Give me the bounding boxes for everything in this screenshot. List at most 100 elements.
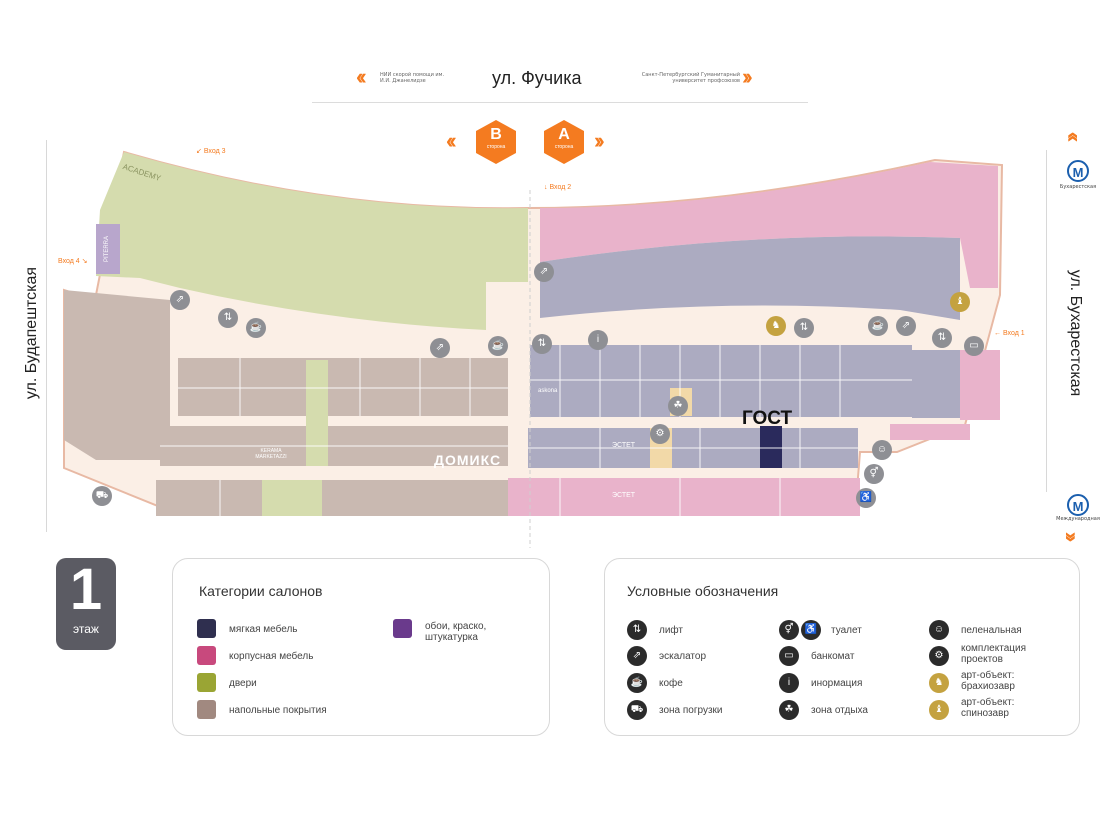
coffee-icon[interactable]: ☕ xyxy=(246,318,266,338)
legend-brachiosaurus: арт-объект: брахиозавр xyxy=(961,670,1015,692)
entrance-arrow-icon: ← xyxy=(994,330,1003,337)
legend-spinosaurus: арт-объект: спинозавр xyxy=(961,697,1015,719)
zone-cabinet-bottom xyxy=(508,478,860,516)
zone-floor-middle xyxy=(178,358,508,416)
legend-toilet: туалет xyxy=(831,625,862,636)
info-icon[interactable]: i xyxy=(588,330,608,350)
categories-panel: Категории салонов мягкая мебель корпусна… xyxy=(172,558,550,736)
escalator-icon[interactable]: ⇗ xyxy=(534,262,554,282)
entrance-4-text: Вход 4 xyxy=(58,258,80,265)
entrance-3-text: Вход 3 xyxy=(203,148,226,155)
floor-indicator: 1 этаж xyxy=(56,558,116,650)
elevator-icon[interactable]: ⇅ xyxy=(218,308,238,328)
baby-changing-icon: ☺ xyxy=(929,620,949,640)
top-right-note: Санкт-Петербургский Гуманитарный универс… xyxy=(641,72,740,84)
entrance-2-text: Вход 2 xyxy=(549,184,572,191)
estet-label-2: ЭСТЕТ xyxy=(612,492,636,499)
top-divider xyxy=(312,102,808,103)
top-left-note: НИИ скорой помощи им. И.И. Джанелидзе xyxy=(380,72,445,84)
zone-soft-upper xyxy=(540,236,960,320)
side-a-letter: A xyxy=(558,126,570,143)
coffee-icon: ☕ xyxy=(627,673,647,693)
legend-baby: пеленальная xyxy=(961,625,1022,636)
entrance-arrow-icon: ↓ xyxy=(544,184,550,191)
legend-elevator: лифт xyxy=(659,625,684,636)
metro-top-station: Бухарестская xyxy=(1059,184,1097,190)
rest-zone-icon[interactable]: ☘ xyxy=(668,396,688,416)
projects-icon: ⚙ xyxy=(929,646,949,666)
legend-atm: банкомат xyxy=(811,651,855,662)
toilet-icon[interactable]: ⚥ xyxy=(864,464,884,484)
entrance-2-label: ↓ Вход 2 xyxy=(544,184,571,192)
elevator-icon[interactable]: ⇅ xyxy=(532,334,552,354)
escalator-icon[interactable]: ⇗ xyxy=(896,316,916,336)
kerama-label: KERAMA MARKETAZZI xyxy=(255,448,287,460)
metro-bottom-station: Международная xyxy=(1056,516,1100,522)
baby-changing-icon[interactable]: ☺ xyxy=(872,440,892,460)
zone-cabinet-small xyxy=(890,424,970,440)
brachiosaurus-icon[interactable]: ♞ xyxy=(766,316,786,336)
legend-panel: Условные обозначения ⇅ лифт ⇗ эскалатор … xyxy=(604,558,1080,736)
chevron-left-icon: ‹‹ xyxy=(356,64,366,89)
side-a-word: сторона xyxy=(554,144,574,150)
wheelchair-icon: ♿ xyxy=(801,620,821,640)
entrance-1-label: ← Вход 1 xyxy=(994,330,1025,338)
estet-label-1: ЭСТЕТ xyxy=(612,442,636,449)
elevator-icon[interactable]: ⇅ xyxy=(932,328,952,348)
categories-title: Категории салонов xyxy=(199,583,323,599)
wallpaper-swatch-icon xyxy=(393,619,412,638)
left-divider xyxy=(46,140,47,532)
zone-floor-left xyxy=(64,290,170,460)
soft-furniture-swatch-icon xyxy=(197,619,216,638)
atm-icon[interactable]: ▭ xyxy=(964,336,984,356)
legend-coffee: кофе xyxy=(659,678,683,689)
gost-store-block xyxy=(760,426,782,468)
cabinet-furniture-swatch-icon xyxy=(197,646,216,665)
spinosaurus-icon: ♝ xyxy=(929,700,949,720)
domiks-label: ДОМИКС xyxy=(434,452,502,468)
escalator-icon[interactable]: ⇗ xyxy=(170,290,190,310)
askona-label: askona xyxy=(538,388,558,394)
piterra-label: PITERRA xyxy=(104,235,111,263)
escalator-icon: ⇗ xyxy=(627,646,647,666)
zone-floor-bottom xyxy=(156,480,508,516)
coffee-icon[interactable]: ☕ xyxy=(488,336,508,356)
legend-title: Условные обозначения xyxy=(627,583,779,599)
atm-icon: ▭ xyxy=(779,646,799,666)
flooring-swatch-icon xyxy=(197,700,216,719)
side-b-letter: B xyxy=(490,126,502,143)
zone-soft-middle xyxy=(530,345,912,417)
side-a-marker: A сторона xyxy=(544,120,584,164)
legend-loading: зона погрузки xyxy=(659,705,723,716)
doors-swatch-icon xyxy=(197,673,216,692)
escalator-icon[interactable]: ⇗ xyxy=(430,338,450,358)
legend-escalator: эскалатор xyxy=(659,651,707,662)
category-cabinet: корпусная мебель xyxy=(229,651,314,662)
wheelchair-icon[interactable]: ♿ xyxy=(856,488,876,508)
chevron-right-icon: ›› xyxy=(742,64,752,89)
elevator-icon: ⇅ xyxy=(627,620,647,640)
loading-zone-icon[interactable]: ⛟ xyxy=(92,486,112,506)
zone-cabinet-top-right xyxy=(540,162,998,288)
coffee-icon[interactable]: ☕ xyxy=(868,316,888,336)
zone-doors-strip xyxy=(306,360,328,466)
spinosaurus-icon[interactable]: ♝ xyxy=(950,292,970,312)
zone-doors-top-left xyxy=(96,152,528,330)
category-flooring: напольные покрытия xyxy=(229,705,327,716)
metro-icon-bottom: M xyxy=(1067,494,1089,516)
toilet-icon: ⚥ xyxy=(779,620,799,640)
side-b-word: сторона xyxy=(486,144,506,150)
projects-icon[interactable]: ⚙ xyxy=(650,424,670,444)
top-street-name: ул. Фучика xyxy=(492,68,582,88)
entrance-4-label: Вход 4 ↘ xyxy=(58,258,88,266)
chevron-left-b-icon: ‹‹ xyxy=(446,128,456,153)
floor-label: этаж xyxy=(73,622,99,636)
zone-wallpaper xyxy=(96,224,120,274)
zone-cabinet-right xyxy=(960,350,1000,420)
entrance-3-label: ↙ Вход 3 xyxy=(196,148,226,156)
info-icon: i xyxy=(779,673,799,693)
entrance-arrow-icon: ↙ xyxy=(196,148,204,155)
elevator-icon[interactable]: ⇅ xyxy=(794,318,814,338)
rest-zone-icon: ☘ xyxy=(779,700,799,720)
gost-label: ГОСТ xyxy=(742,408,793,429)
